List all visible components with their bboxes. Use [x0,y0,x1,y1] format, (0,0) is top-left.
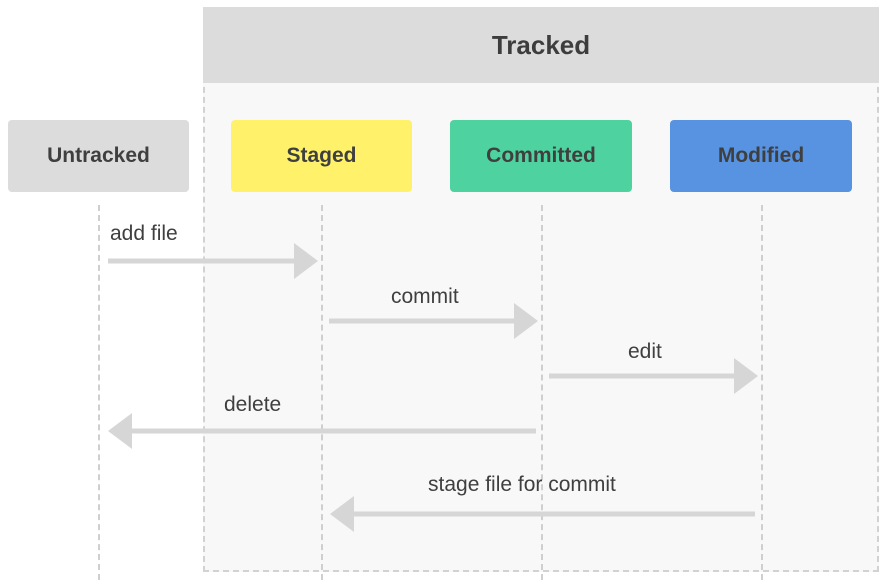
state-committed: Committed [450,120,632,192]
label-stage-file-for-commit: stage file for commit [428,473,616,496]
arrow-add-file [108,243,318,279]
arrow-stage-file-for-commit [330,496,755,532]
lifeline-staged [321,205,323,580]
label-edit: edit [628,340,662,363]
lifeline-untracked [98,205,100,580]
arrow-edit [549,358,758,394]
label-delete: delete [224,393,282,416]
label-add-file: add file [110,222,178,245]
lifeline-modified [761,205,763,580]
label-commit: commit [391,285,459,308]
tracked-header: Tracked [203,7,879,83]
state-modified: Modified [670,120,852,192]
lifeline-committed [541,205,543,580]
state-untracked: Untracked [8,120,189,192]
state-staged: Staged [231,120,412,192]
arrow-commit [329,303,538,339]
arrow-delete [108,413,536,449]
